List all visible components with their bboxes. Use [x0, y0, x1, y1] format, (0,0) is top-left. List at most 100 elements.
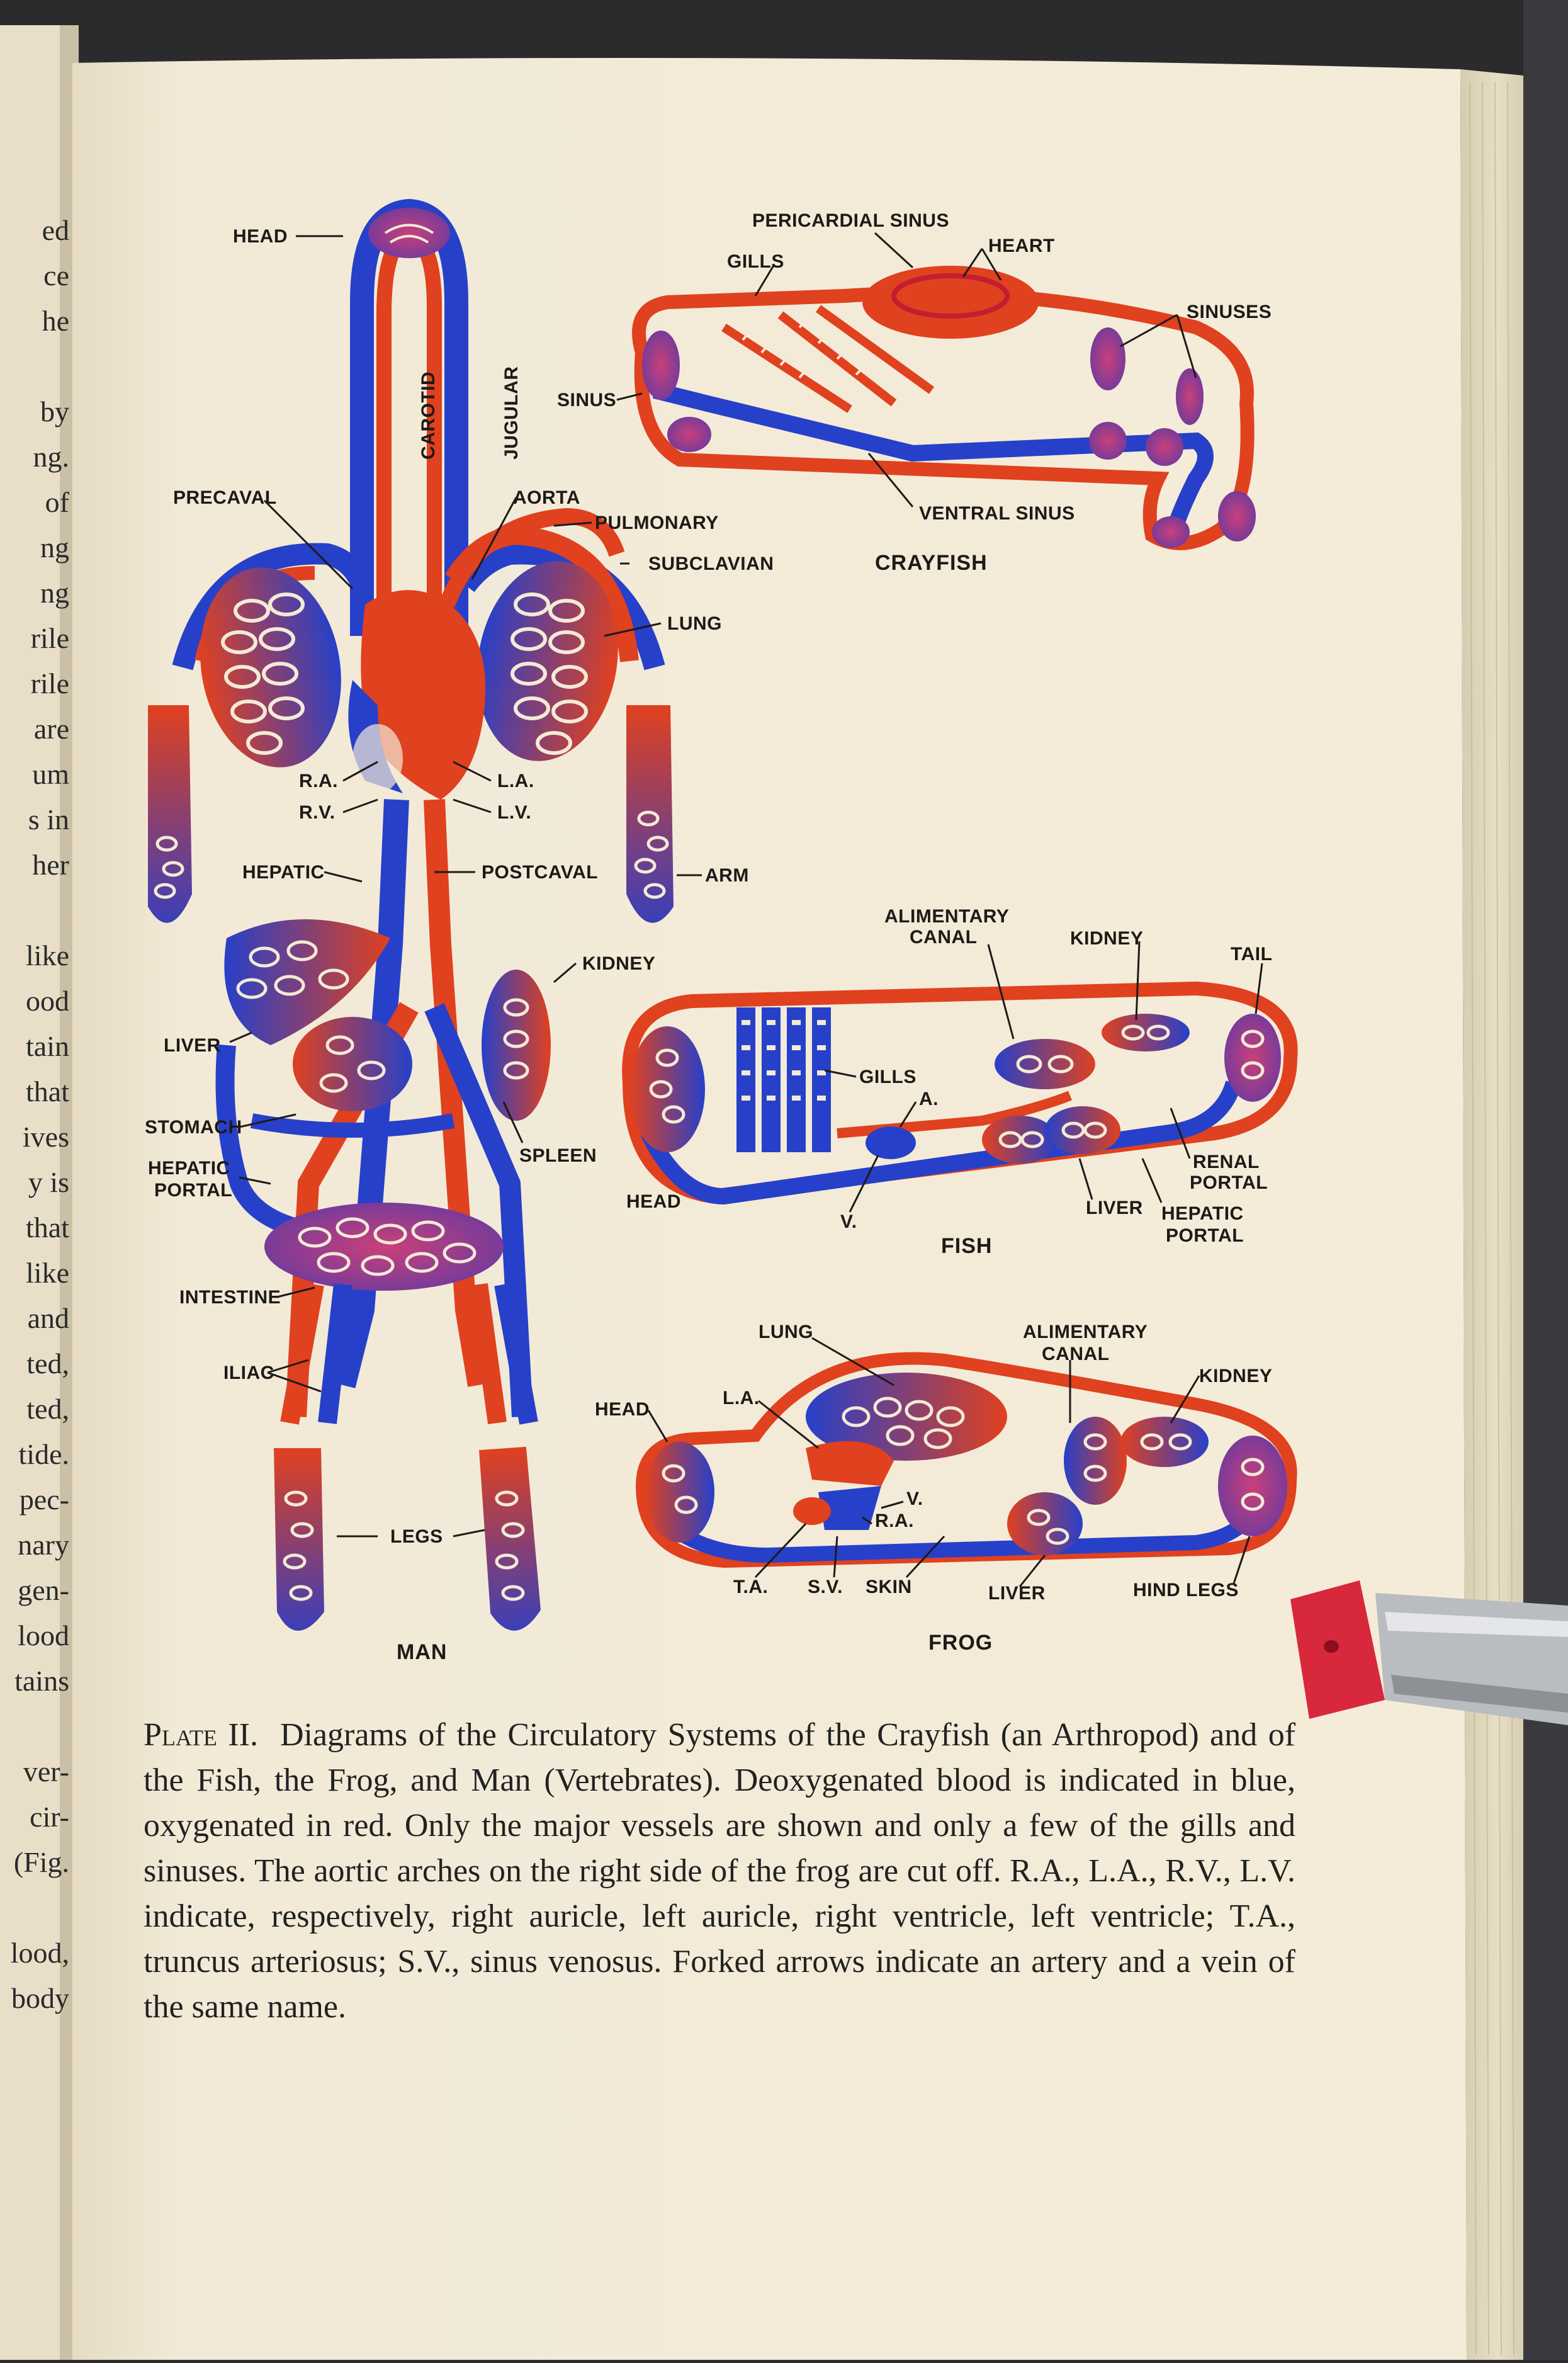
frog-label-v: V.: [906, 1488, 923, 1509]
binder-clip: [1290, 1580, 1568, 1725]
man-label-spleen: SPLEEN: [519, 1145, 597, 1166]
man-title: MAN: [397, 1640, 447, 1664]
left-page-line: her: [32, 849, 69, 881]
crayfish-label-sinus: SINUS: [557, 390, 616, 411]
left-page-line: lood: [18, 1619, 69, 1652]
fish-label-renal-1: RENAL: [1193, 1152, 1260, 1172]
left-page-line: [0, 344, 69, 389]
left-page-line: ce: [43, 259, 69, 292]
fish-label-renal-2: PORTAL: [1190, 1172, 1268, 1193]
left-page-line: cir-: [30, 1801, 69, 1833]
man-label-kidney: KIDNEY: [582, 953, 655, 974]
crayfish-label-sinuses: SINUSES: [1187, 302, 1272, 322]
frog-label-ta: T.A.: [733, 1577, 768, 1597]
left-page-line: ed: [42, 214, 69, 246]
fish-label-tail: TAIL: [1231, 944, 1272, 965]
left-page-line: tains: [14, 1665, 69, 1697]
left-page-line: of: [45, 486, 69, 518]
left-page-line: tain: [26, 1030, 69, 1062]
man-label-head: HEAD: [233, 226, 288, 247]
frog-label-hind-legs: HIND LEGS: [1133, 1580, 1239, 1601]
plate-caption: Plate II. Diagrams of the Circulatory Sy…: [144, 1713, 1295, 2030]
frog-label-kidney: KIDNEY: [1199, 1366, 1272, 1386]
man-label-stomach: STOMACH: [145, 1117, 242, 1138]
frog-label-ra: R.A.: [875, 1510, 914, 1531]
left-page-line: pec-: [19, 1483, 69, 1516]
left-page-line: [0, 1885, 69, 1930]
left-page-line: s in: [28, 803, 69, 836]
man-label-iliac: ILIAC: [223, 1363, 274, 1383]
left-page-line: ives: [22, 1121, 69, 1153]
man-label-ra: R.A.: [299, 771, 338, 791]
left-page-line: [0, 888, 69, 933]
left-page-line: that: [26, 1211, 69, 1244]
lung-alveoli: [221, 592, 588, 755]
left-page-line: ng.: [33, 441, 70, 473]
crayfish-label-gills: GILLS: [727, 251, 784, 272]
man-label-arm: ARM: [705, 865, 749, 886]
man-diagram: HEAD CAROTID JUGULAR PRECAVAL AORTA PULM…: [145, 198, 774, 1664]
left-page-line: lood,: [10, 1937, 69, 1969]
left-page-line: gen-: [18, 1574, 69, 1606]
fish-title: FISH: [941, 1234, 992, 1258]
man-label-lv: L.V.: [497, 802, 531, 823]
left-page-line: body: [11, 1982, 69, 2014]
man-label-hepatic-portal-2: PORTAL: [154, 1180, 232, 1201]
left-page-line: that: [26, 1075, 69, 1108]
frog-title: FROG: [928, 1631, 993, 1655]
fish-label-hepatic-2: PORTAL: [1166, 1225, 1244, 1246]
fish-label-head: HEAD: [626, 1191, 681, 1212]
left-page-line: um: [32, 758, 69, 790]
crayfish-title: CRAYFISH: [875, 551, 988, 575]
left-page-line: tide.: [18, 1438, 69, 1470]
man-label-pulmonary: PULMONARY: [595, 513, 719, 533]
man-label-rv: R.V.: [299, 802, 336, 823]
man-label-jugular: JUGULAR: [501, 366, 522, 460]
left-page-line: nary: [18, 1529, 69, 1561]
fish-label-hepatic-1: HEPATIC: [1161, 1203, 1244, 1224]
man-label-la: L.A.: [497, 771, 534, 791]
fish-label-liver: LIVER: [1086, 1198, 1143, 1218]
man-label-carotid: CAROTID: [418, 371, 439, 460]
crayfish-label-heart: HEART: [988, 235, 1055, 256]
man-label-liver: LIVER: [164, 1035, 221, 1056]
man-label-hepatic: HEPATIC: [242, 862, 325, 883]
frog-label-head: HEAD: [595, 1399, 650, 1420]
left-page-line: ood: [26, 985, 69, 1017]
left-page-line: ng: [40, 577, 69, 609]
left-page-line: he: [42, 305, 69, 337]
left-page-line: ted,: [26, 1347, 69, 1380]
left-page-line: ver-: [23, 1755, 69, 1788]
frog-label-alimentary-1: ALIMENTARY: [1023, 1322, 1148, 1342]
left-page-line: and: [27, 1302, 69, 1334]
left-page-line: like: [26, 939, 69, 972]
crayfish-label-pericardial-sinus: PERICARDIAL SINUS: [752, 210, 949, 231]
left-page-line: like: [26, 1257, 69, 1289]
fish-label-gills: GILLS: [859, 1067, 917, 1087]
man-label-aorta: AORTA: [513, 487, 580, 508]
left-page-line: (Fig.: [13, 1846, 69, 1878]
crayfish-diagram: PERICARDIAL SINUS GILLS HEART SINUSES SI…: [557, 210, 1272, 575]
fish-label-a: A.: [919, 1089, 939, 1109]
left-page-line: ng: [40, 531, 69, 564]
man-label-subclavian: SUBCLAVIAN: [648, 553, 774, 574]
man-label-precaval: PRECAVAL: [173, 487, 277, 508]
crayfish-label-ventral-sinus: VENTRAL SINUS: [919, 503, 1075, 524]
man-label-intestine: INTESTINE: [179, 1287, 281, 1308]
fish-label-kidney: KIDNEY: [1070, 928, 1143, 949]
frog-label-liver: LIVER: [988, 1583, 1046, 1604]
left-page-line: y is: [28, 1166, 69, 1198]
fish-label-alimentary-1: ALIMENTARY: [884, 906, 1009, 927]
frog-label-alimentary-2: CANAL: [1042, 1344, 1110, 1364]
fish-diagram: ALIMENTARY CANAL KIDNEY TAIL GILLS A. V.…: [622, 906, 1298, 1258]
frog-diagram: LUNG ALIMENTARY CANAL KIDNEY HEAD L.A. V…: [595, 1322, 1297, 1655]
man-label-postcaval: POSTCAVAL: [482, 862, 598, 883]
frog-label-lung: LUNG: [759, 1322, 813, 1342]
fish-label-alimentary-2: CANAL: [910, 927, 978, 948]
left-page-line: [0, 1704, 69, 1749]
fish-label-v: V.: [840, 1211, 857, 1232]
frog-label-la: L.A.: [723, 1388, 760, 1408]
